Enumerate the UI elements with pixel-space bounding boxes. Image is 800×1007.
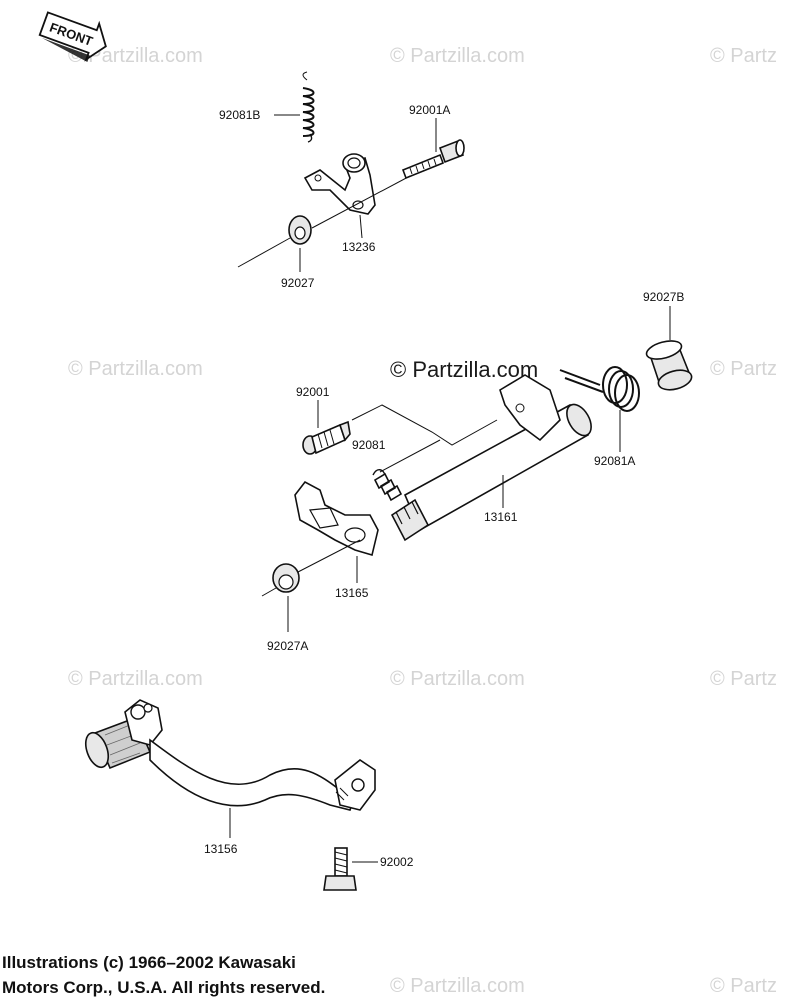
watermark-partial: © Partz (710, 668, 777, 690)
part-label-92081a: 92081A (594, 454, 635, 468)
spring-92081b (302, 71, 315, 143)
part-label-13156: 13156 (204, 842, 238, 856)
watermark-partial: © Partz (710, 975, 777, 997)
bolt-92001 (302, 420, 351, 455)
watermark-partial: © Partz (710, 358, 777, 380)
watermark: © Partzilla.com (68, 358, 203, 380)
bolt-92002 (323, 847, 357, 891)
part-label-92027a: 92027A (267, 639, 308, 653)
spring-92081a (559, 366, 640, 412)
part-label-92027: 92027 (281, 276, 315, 290)
part-label-92002: 92002 (380, 855, 414, 869)
watermark: © Partzilla.com (390, 668, 525, 690)
part-label-13165: 13165 (335, 586, 369, 600)
part-label-92081: 92081 (352, 438, 386, 452)
part-label-92081b: 92081B (219, 108, 260, 122)
washer-92027 (288, 215, 312, 245)
bolt-92001a (401, 139, 465, 180)
part-label-92001: 92001 (296, 385, 330, 399)
watermark-layer: © Partzilla.com © Partzilla.com © Partz … (68, 45, 777, 997)
part-label-92001a: 92001A (409, 103, 450, 117)
copyright-line-1: Illustrations (c) 1966–2002 Kawasaki (2, 953, 296, 972)
copyright-notice: Illustrations (c) 1966–2002 Kawasaki Mot… (2, 950, 422, 1000)
washer-92027a (272, 563, 300, 593)
part-label-92027b: 92027B (643, 290, 684, 304)
copyright-line-2: Motors Corp., U.S.A. All rights reserved… (2, 978, 326, 997)
bushing-92027b (645, 340, 693, 391)
shift-pedal-13156 (84, 699, 376, 811)
arm-13165 (294, 480, 379, 557)
watermark: © Partzilla.com (68, 668, 203, 690)
watermark: © Partzilla.com (68, 45, 203, 67)
part-label-13161: 13161 (484, 510, 518, 524)
part-label-13236: 13236 (342, 240, 376, 254)
spring-92081 (372, 469, 403, 502)
watermark: © Partzilla.com (390, 357, 538, 382)
lever-13236 (303, 153, 376, 215)
watermark: © Partzilla.com (390, 45, 525, 67)
shaft-13161 (390, 374, 592, 542)
watermark: © Partzilla.com (390, 975, 525, 997)
watermark-partial: © Partz (710, 45, 777, 67)
